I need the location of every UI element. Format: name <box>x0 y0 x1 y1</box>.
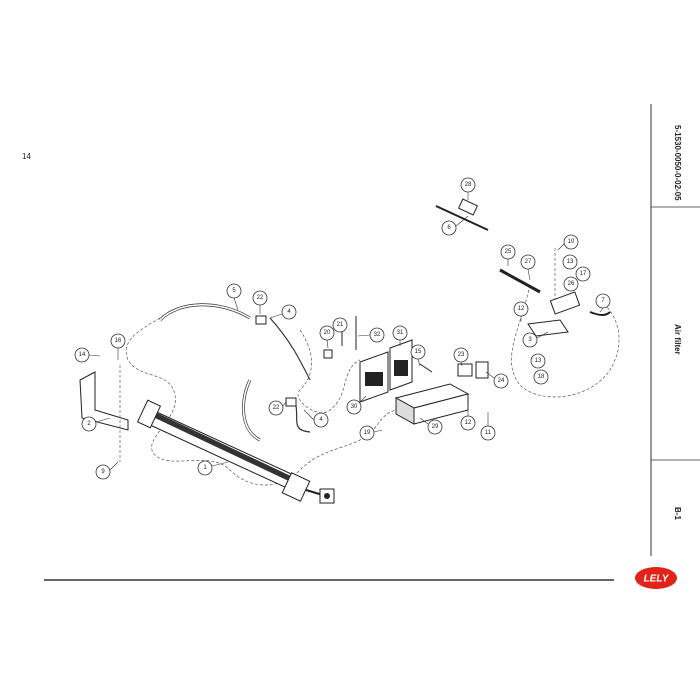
callout-24: 24 <box>485 371 509 389</box>
svg-text:27: 27 <box>525 259 532 265</box>
air-tube <box>294 399 311 433</box>
svg-text:7: 7 <box>601 298 605 304</box>
svg-text:2: 2 <box>87 421 91 427</box>
callout-11: 11 <box>480 412 496 441</box>
callout-5: 5 <box>226 283 242 311</box>
svg-text:23: 23 <box>458 352 465 358</box>
svg-text:20: 20 <box>324 330 331 336</box>
callout-23: 23 <box>453 347 469 367</box>
dashed-route <box>125 317 401 486</box>
svg-text:26: 26 <box>568 281 575 287</box>
svg-text:LELY: LELY <box>644 574 670 585</box>
mounting-bracket <box>79 365 129 462</box>
svg-text:9: 9 <box>101 469 105 475</box>
callout-3: 3 <box>522 331 549 348</box>
svg-text:14: 14 <box>79 352 86 358</box>
svg-text:19: 19 <box>364 430 371 436</box>
section-title: Air filter <box>673 323 682 355</box>
svg-text:16: 16 <box>115 338 122 344</box>
callout-12a: 12 <box>460 404 476 431</box>
callout-4b: 4 <box>303 409 329 428</box>
callout-22b: 22 <box>268 400 287 416</box>
svg-text:21: 21 <box>337 322 344 328</box>
callout-13b: 13 <box>530 353 546 369</box>
fitting <box>285 397 297 407</box>
pin <box>419 363 433 373</box>
svg-text:18: 18 <box>538 374 545 380</box>
fitting <box>475 361 489 379</box>
callout-1: 1 <box>197 460 229 476</box>
rod-part <box>435 198 489 231</box>
callout-14: 14 <box>74 347 101 363</box>
callout-15: 15 <box>410 344 426 367</box>
svg-text:25: 25 <box>505 249 512 255</box>
callout-29: 29 <box>419 417 443 435</box>
svg-text:29: 29 <box>432 424 439 430</box>
callout-32: 32 <box>357 327 385 343</box>
filter-regulator <box>499 248 611 337</box>
callout-25: 25 <box>500 244 516 266</box>
fitting <box>255 315 267 325</box>
callout-27: 27 <box>520 254 536 281</box>
svg-text:1: 1 <box>203 465 207 471</box>
callout-7: 7 <box>595 293 611 313</box>
svg-text:32: 32 <box>374 332 381 338</box>
fitting <box>457 363 473 377</box>
svg-text:11: 11 <box>485 430 492 436</box>
svg-text:13: 13 <box>567 259 574 265</box>
svg-text:4: 4 <box>319 417 323 423</box>
svg-text:22: 22 <box>273 405 280 411</box>
page-number: 14 <box>22 152 31 161</box>
callout-16: 16 <box>110 333 126 360</box>
svg-text:6: 6 <box>447 225 451 231</box>
callout-19: 19 <box>359 425 383 441</box>
svg-text:12: 12 <box>518 306 525 312</box>
svg-text:22: 22 <box>257 295 264 301</box>
pneumatic-cylinder <box>136 399 335 504</box>
svg-text:28: 28 <box>465 182 472 188</box>
air-tube <box>269 317 311 381</box>
valve-assembly <box>359 339 470 425</box>
callout-12b: 12 <box>513 301 529 322</box>
svg-text:15: 15 <box>415 349 422 355</box>
svg-text:10: 10 <box>568 239 575 245</box>
svg-text:17: 17 <box>580 271 587 277</box>
air-tube <box>158 303 251 322</box>
callout-18: 18 <box>533 369 549 385</box>
callout-17: 17 <box>575 266 591 282</box>
svg-text:13: 13 <box>535 358 542 364</box>
svg-text:12: 12 <box>465 420 472 426</box>
svg-text:30: 30 <box>351 404 358 410</box>
lely-logo: LELY <box>635 567 677 589</box>
callout-30: 30 <box>346 395 367 415</box>
callout-31: 31 <box>392 325 408 346</box>
callout-20: 20 <box>319 325 335 349</box>
document-code: 5-1530-0050-0-02-05 <box>673 125 682 201</box>
callout-9: 9 <box>95 461 119 480</box>
svg-text:3: 3 <box>528 337 532 343</box>
callout-13a: 13 <box>562 254 578 270</box>
svg-text:5: 5 <box>232 288 236 294</box>
svg-text:4: 4 <box>287 309 291 315</box>
callout-21: 21 <box>332 317 348 333</box>
callout-10: 10 <box>557 234 579 251</box>
callout-22a: 22 <box>252 290 268 314</box>
svg-text:31: 31 <box>397 330 404 336</box>
callout-26: 26 <box>563 276 579 292</box>
dashed-route <box>511 284 620 398</box>
callout-6: 6 <box>441 215 469 236</box>
dashed-route <box>297 329 361 414</box>
title-block: 5-1530-0050-0-02-05 Air filter B-1 <box>652 104 700 556</box>
svg-text:24: 24 <box>498 378 505 384</box>
fitting <box>323 349 333 359</box>
sheet-id: B-1 <box>673 506 682 520</box>
callout-4a: 4 <box>269 304 297 320</box>
callout-28: 28 <box>460 177 476 200</box>
callout-2: 2 <box>81 416 111 432</box>
